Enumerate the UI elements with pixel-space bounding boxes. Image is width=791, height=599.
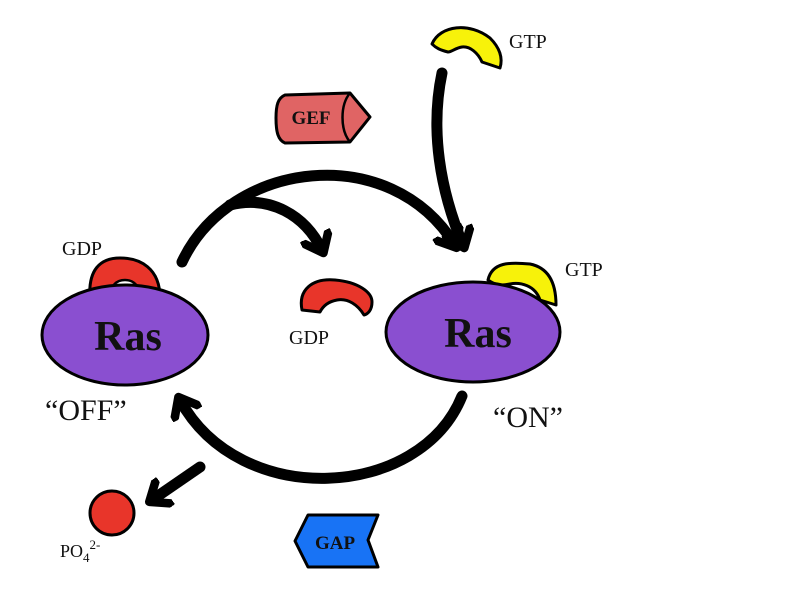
- phosphate-label-base: PO: [60, 541, 83, 561]
- phosphate-subscript: 4: [83, 550, 90, 565]
- ras-on-nucleotide-label: GTP: [565, 259, 603, 281]
- ras-on-label: Ras: [444, 311, 512, 357]
- free-gtp: GTP: [430, 26, 547, 70]
- ras-on-protein: [384, 280, 562, 384]
- gef-enzyme: GEF: [274, 91, 372, 145]
- phosphate-label: PO42-: [60, 537, 100, 565]
- gap-label: GAP: [315, 533, 356, 554]
- ras-off-label: Ras: [94, 314, 162, 360]
- gtp-molecule-icon: [430, 26, 503, 70]
- free-gtp-label: GTP: [509, 31, 547, 53]
- gap-shape: [293, 513, 380, 569]
- gef-label: GEF: [291, 108, 330, 129]
- gef-shape: [274, 91, 372, 145]
- gdp-molecule-icon: [299, 278, 374, 317]
- ras-off: Ras GDP “OFF”: [40, 238, 210, 427]
- ras-off-protein: [40, 283, 210, 387]
- released-gdp: GDP: [289, 278, 374, 349]
- phosphate-release-arrow: [152, 461, 206, 500]
- inactivation-arrow: [180, 390, 468, 484]
- ras-off-nucleotide-label: GDP: [62, 238, 102, 260]
- phosphate-superscript: 2-: [90, 537, 101, 552]
- phosphate: PO42-: [60, 489, 136, 565]
- gef-shape-edge: [341, 92, 352, 143]
- activation-arrow: [176, 169, 455, 268]
- ras-off-state-label: “OFF”: [45, 394, 127, 427]
- gdp-release-arrow: [224, 196, 322, 250]
- released-gdp-label: GDP: [289, 327, 329, 349]
- phosphate-icon: [88, 489, 136, 537]
- ras-on-state-label: “ON”: [493, 401, 563, 434]
- ras-on: Ras GTP “ON”: [384, 259, 603, 434]
- gtp-binding-arrow: [431, 67, 463, 245]
- gap-enzyme: GAP: [293, 513, 380, 569]
